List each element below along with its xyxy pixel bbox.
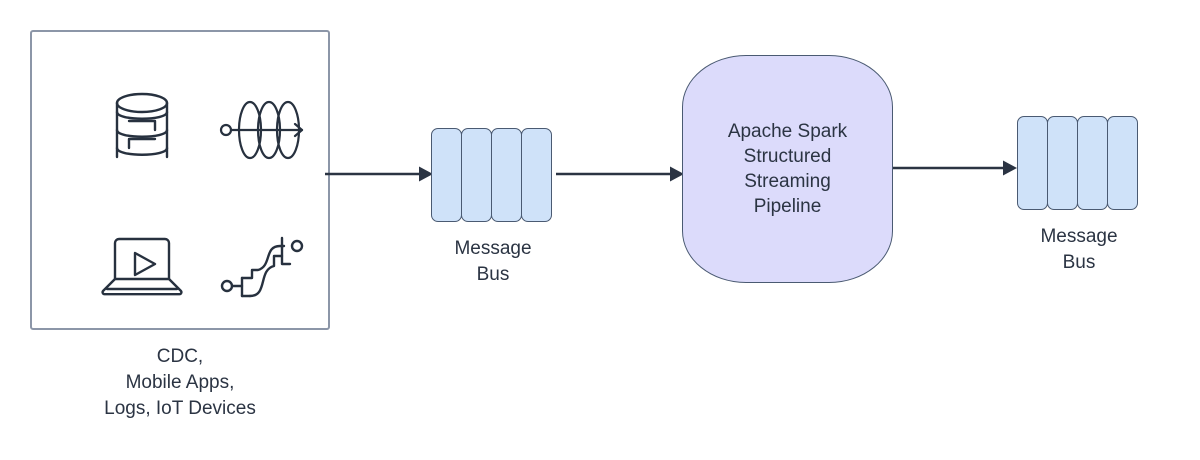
message-bus-bar (491, 128, 522, 222)
stream-icon (204, 74, 320, 186)
arrow-sources-to-bus (325, 162, 435, 191)
message-bus-bar (461, 128, 492, 222)
message-bus-bar (1017, 116, 1048, 210)
message-bus-bar (521, 128, 552, 222)
source-group-caption: CDC, Mobile Apps, Logs, IoT Devices (104, 346, 256, 419)
apache-spark-pipeline-label: Apache Spark Structured Streaming Pipeli… (727, 121, 848, 217)
message-bus-bar (431, 128, 462, 222)
message-bus-left-bars (431, 128, 552, 222)
arrow-bus-to-spark (556, 162, 686, 191)
message-bus-bar (1107, 116, 1138, 210)
apache-spark-pipeline-node[interactable]: Apache Spark Structured Streaming Pipeli… (682, 55, 893, 283)
database-icon (84, 74, 200, 186)
message-bus-bar (1077, 116, 1108, 210)
arrow-spark-to-bus (893, 156, 1019, 185)
message-bus-left-label: Message Bus (454, 238, 532, 285)
iot-circuit-icon (204, 210, 320, 322)
source-group-box[interactable] (30, 30, 330, 330)
message-bus-right-label: Message Bus (1040, 226, 1118, 273)
message-bus-right-bars (1017, 116, 1138, 210)
laptop-play-icon (84, 210, 200, 322)
message-bus-bar (1047, 116, 1078, 210)
